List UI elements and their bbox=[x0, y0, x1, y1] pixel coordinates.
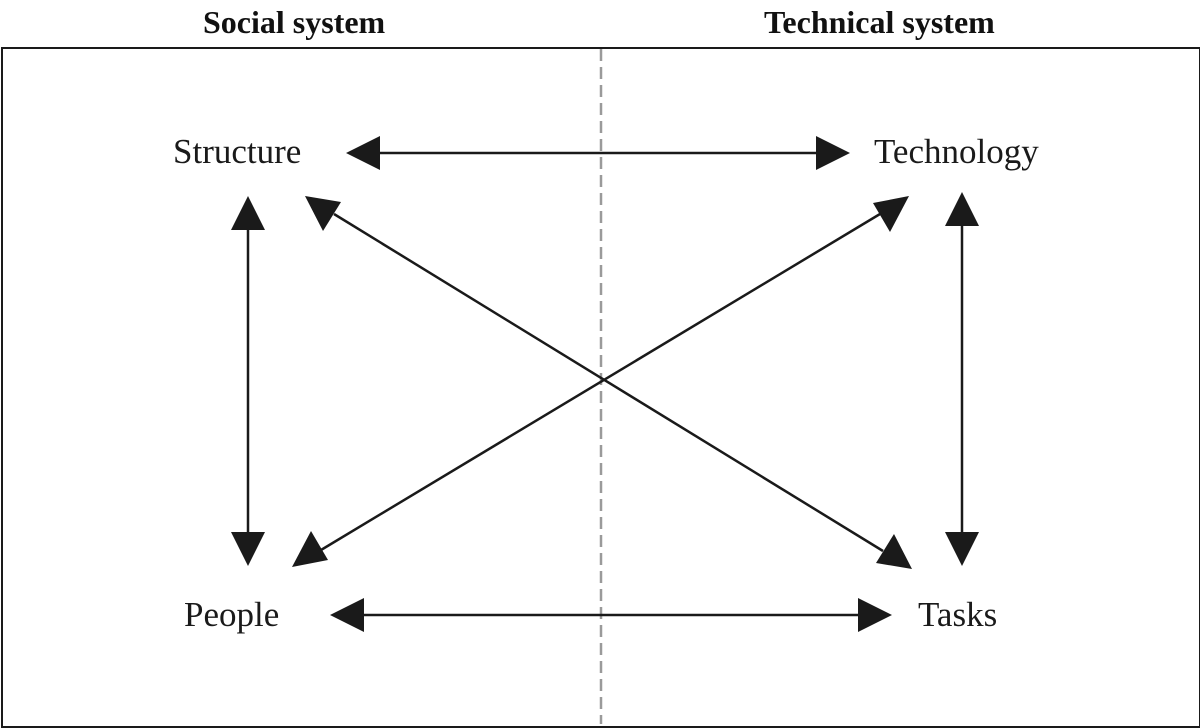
arrow-technology-people bbox=[292, 196, 909, 567]
arrow-people-tasks bbox=[330, 598, 892, 632]
social-system-heading: Social system bbox=[203, 4, 386, 40]
arrow-structure-people bbox=[231, 196, 265, 566]
arrow-technology-tasks bbox=[945, 192, 979, 566]
arrow-structure-technology bbox=[346, 136, 850, 170]
technical-system-heading: Technical system bbox=[764, 4, 995, 40]
node-people: People bbox=[184, 595, 279, 634]
node-structure: Structure bbox=[173, 132, 301, 171]
node-tasks: Tasks bbox=[918, 595, 997, 634]
arrow-structure-tasks bbox=[305, 196, 912, 569]
node-technology: Technology bbox=[874, 132, 1039, 171]
